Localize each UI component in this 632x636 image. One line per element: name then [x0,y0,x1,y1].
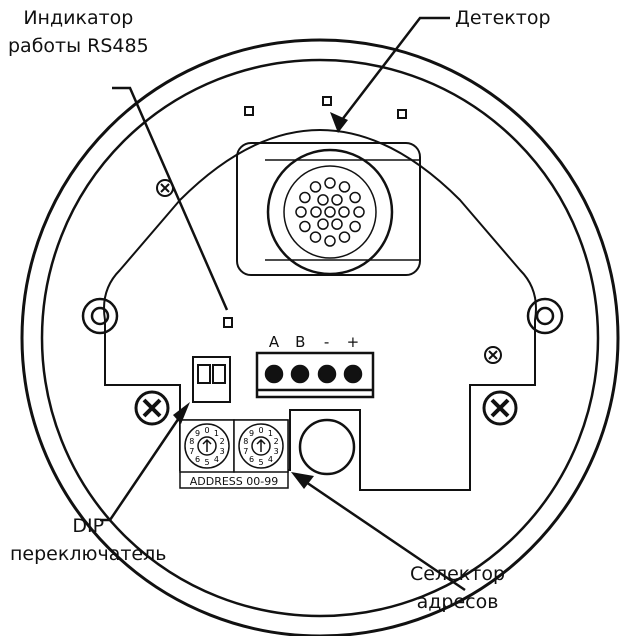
dial-digit: 8 [189,437,194,446]
sensor-hole [324,206,336,218]
dial-digit: 4 [214,455,219,464]
sensor-hole [299,220,311,233]
dial-digit: 2 [274,437,279,446]
terminal-label: B [295,333,305,351]
dial-digit: 0 [204,426,209,435]
dial-digit: 6 [195,455,200,464]
sensor-hole [309,231,322,243]
label-line: переключатель [10,543,167,565]
sensor-hole [317,194,329,206]
label-line: DIP [72,515,105,537]
mount-hole-left [81,297,119,335]
dial-digit: 2 [220,437,225,446]
dial-digit: 0 [258,426,263,435]
dial-digit: 8 [243,437,248,446]
leader-address [299,476,466,592]
label-line: Селектор [410,563,506,585]
sensor-hole [331,194,343,206]
mount-hole-right [526,297,564,335]
terminal-label: + [347,333,360,351]
leader-detector [337,16,450,126]
label-address-selector: Селектор адресов [410,560,505,616]
label-rs485-indicator: Индикатор работы RS485 [8,4,149,60]
dial-digit: 9 [195,429,200,438]
sensor-hole [310,206,322,218]
mount-plate [103,129,537,491]
dial-digit: 5 [204,458,209,467]
sensor-hole [349,220,361,233]
outer-housing [20,38,620,636]
sensor-hole [299,191,311,204]
label-detector: Детектор [455,7,551,29]
dial-digit: 6 [249,455,254,464]
arrow-head [330,112,348,133]
sensor-hole [338,181,351,193]
screw-right [482,390,518,426]
rs485-led [223,317,233,328]
label-line: адресов [416,591,499,613]
label-line: работы RS485 [8,35,149,57]
sensor-hole [349,191,361,204]
dial-digit: 7 [243,447,248,456]
screw-left [134,390,170,426]
leader-rs485 [112,86,229,311]
dial-digit: 4 [268,455,273,464]
sensor-hole [324,235,336,247]
sensor-hole [353,206,365,218]
label-line: Индикатор [23,7,134,29]
dial-digit: 7 [189,447,194,456]
detector-sensor [266,148,394,276]
led [244,106,254,116]
arrow-head [173,402,190,424]
dial-digit: 1 [214,429,219,438]
label-dip-switch: DIP переключатель [10,512,166,568]
dip-switch [192,356,231,403]
sensor-hole [324,177,336,189]
led [397,109,407,119]
address-text: ADDRESS 00-99 [190,475,278,488]
led [322,96,332,106]
terminal-block [255,351,375,399]
arrow-head [291,472,314,489]
sensor-hole [338,231,351,243]
leader-dip [100,411,185,522]
dial-digit: 9 [249,429,254,438]
address-selector [179,419,289,489]
terminal-label: A [269,333,280,351]
sensor-hole [338,206,350,218]
sensor-hole [309,181,322,193]
inner-housing [40,58,600,618]
dial-digit: 3 [220,447,225,456]
terminal-label: - [324,333,329,351]
dial-digit: 5 [258,458,263,467]
sensor-hole [295,206,307,218]
dial-digit: 1 [268,429,273,438]
dial-digit: 3 [274,447,279,456]
round-window [298,418,356,476]
sensor-hole [317,218,329,230]
sensor-hole [331,218,343,230]
